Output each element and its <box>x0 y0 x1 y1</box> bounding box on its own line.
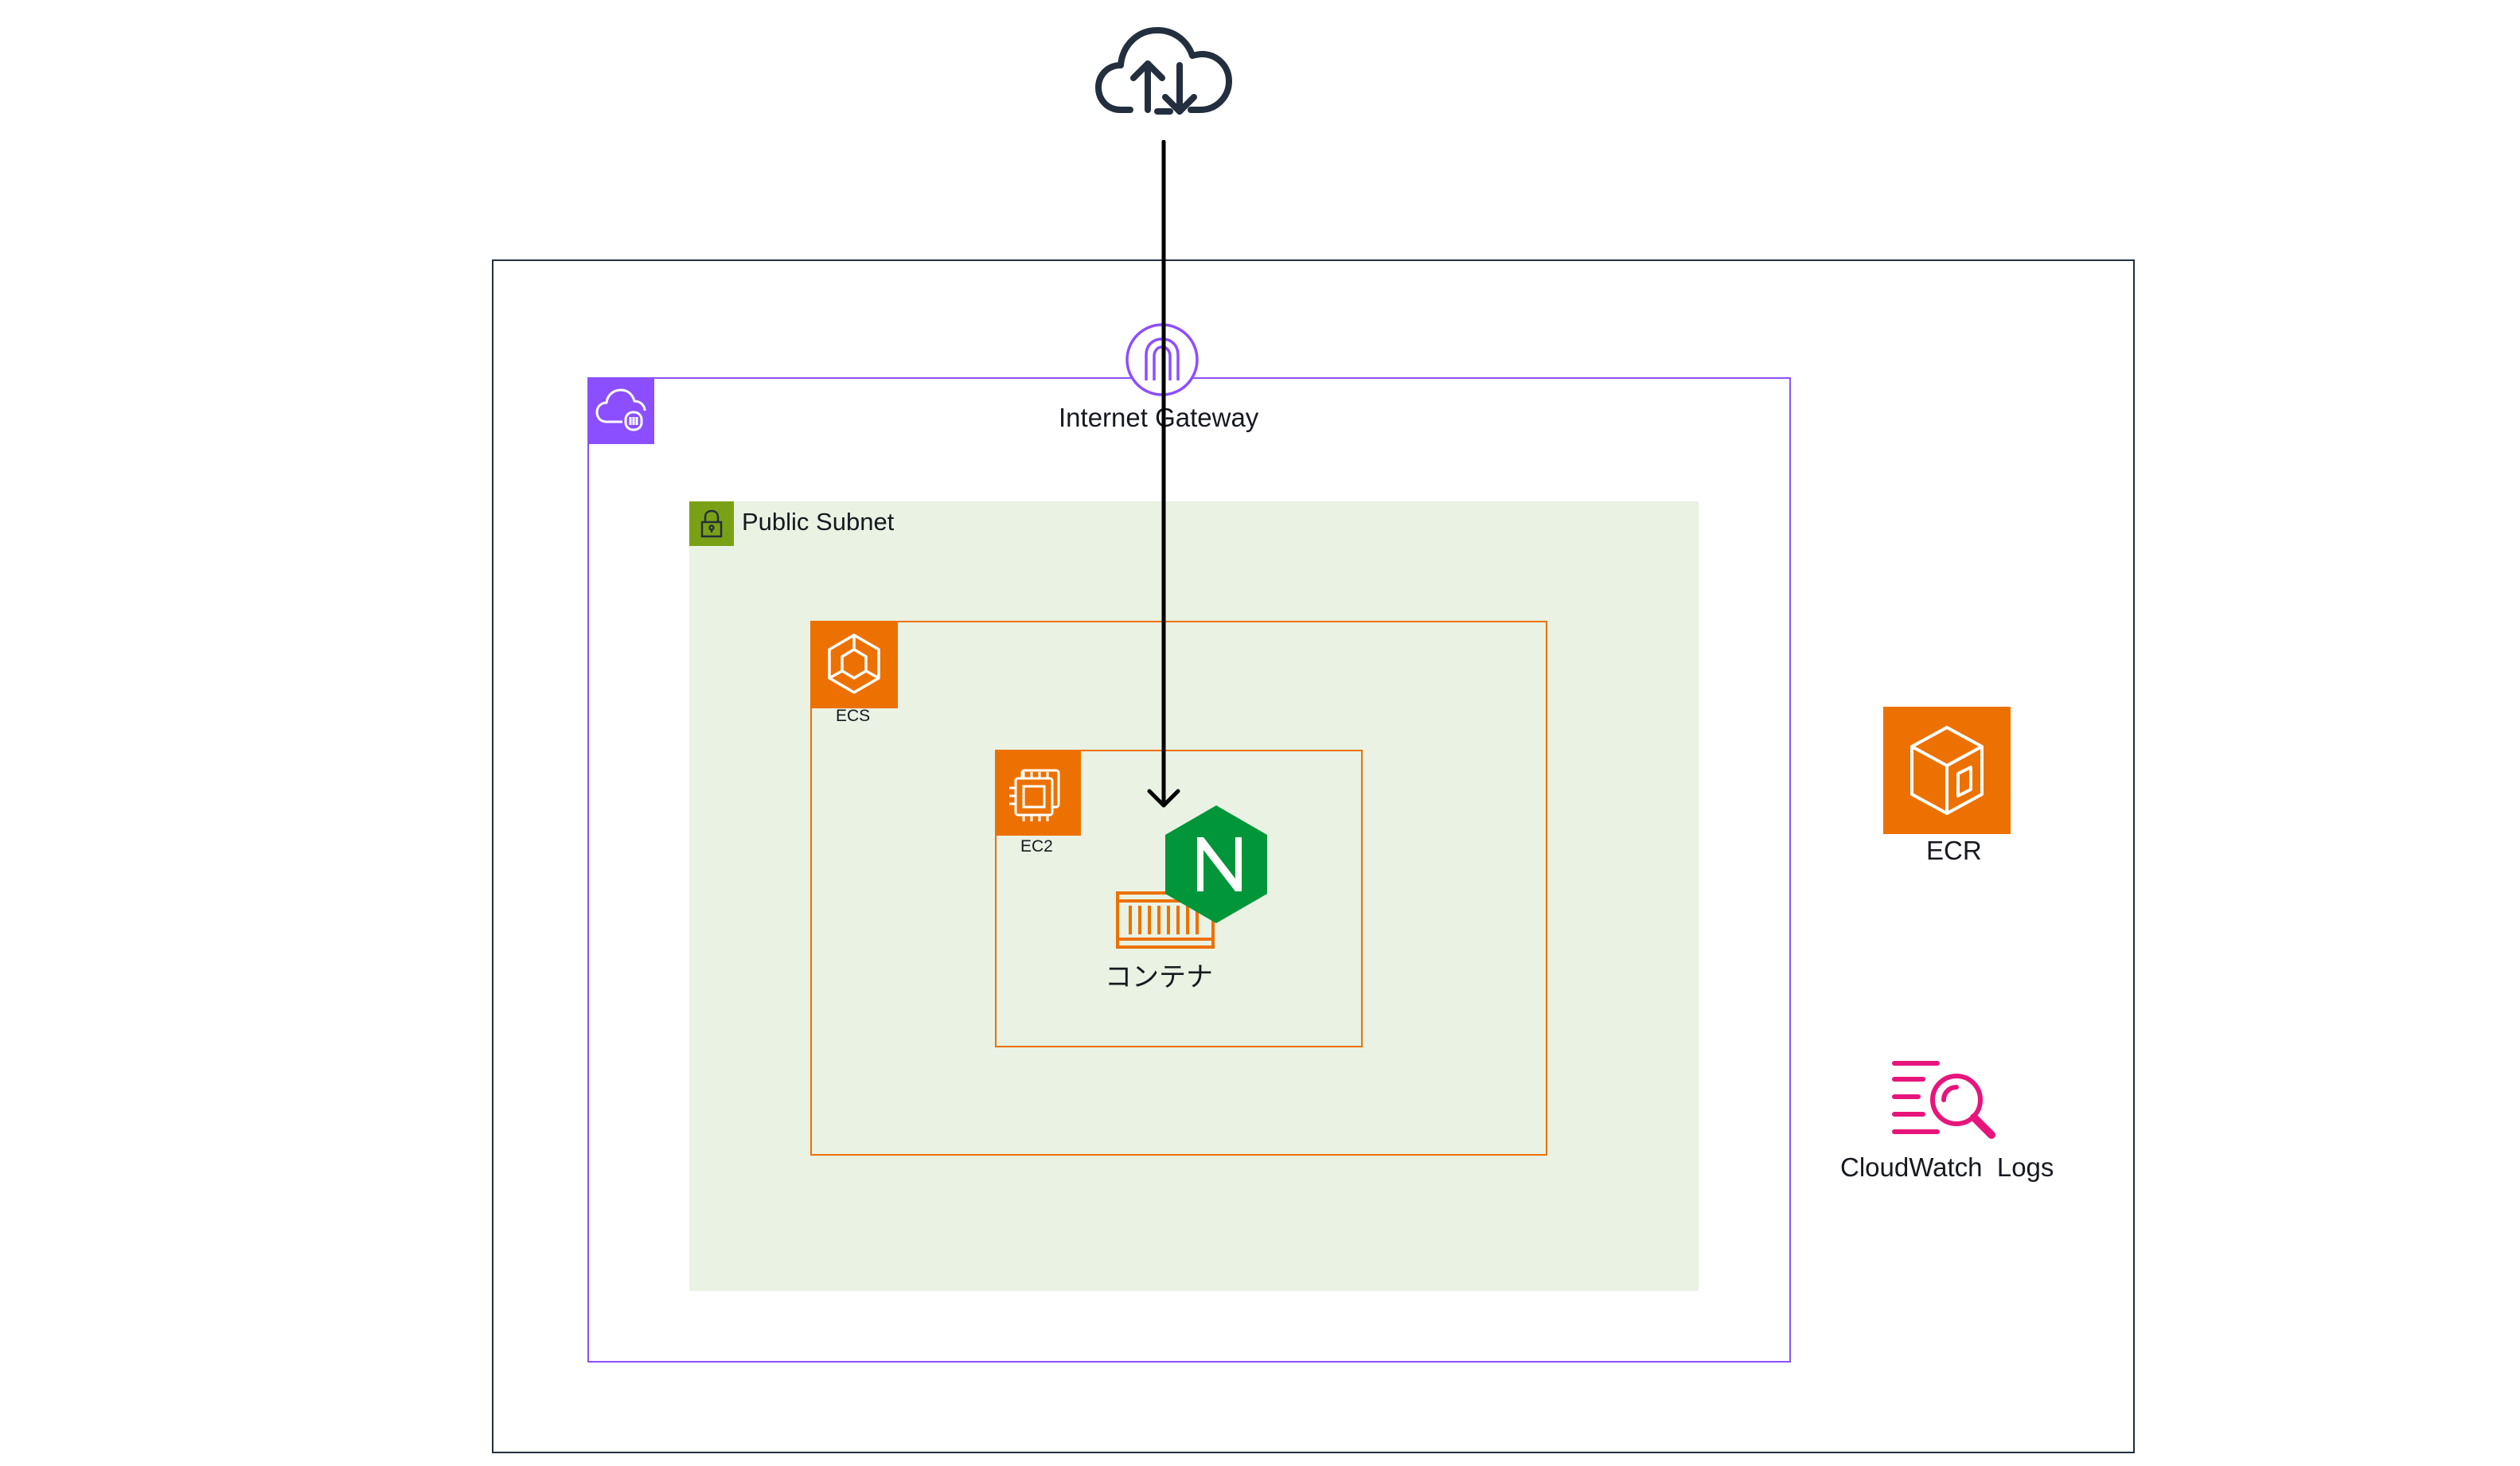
cloudwatch-logs-label: CloudWatch Logs <box>1840 1152 2054 1182</box>
ec2-chip-icon <box>1009 769 1060 821</box>
container-label: コンテナ <box>1105 962 1213 992</box>
ec2-label: EC2 <box>1020 837 1053 856</box>
subnet-badge <box>689 501 734 546</box>
ecs-label: ECS <box>836 707 871 725</box>
ecs-badge <box>810 621 898 708</box>
cloudwatch-logs-icon <box>1888 1055 2003 1144</box>
ecs-icon <box>828 634 880 694</box>
ecr-label: ECR <box>1926 836 1982 865</box>
internet-cloud-icon <box>1095 22 1232 118</box>
vpc-cloud-icon <box>595 388 646 431</box>
ec2-badge <box>995 750 1081 836</box>
ecr-icon <box>1883 707 2011 834</box>
nginx-icon <box>1162 802 1270 926</box>
ec2-group <box>995 750 1363 1047</box>
lock-icon <box>700 509 723 538</box>
ecs-group <box>810 621 1547 1156</box>
vpc-badge <box>587 377 654 444</box>
internet-gateway-label: Internet Gateway <box>1059 403 1259 432</box>
public-subnet-label: Public Subnet <box>742 508 895 536</box>
internet-to-nginx-arrow <box>1143 140 1184 810</box>
aws-cloud-group <box>492 259 2135 1453</box>
